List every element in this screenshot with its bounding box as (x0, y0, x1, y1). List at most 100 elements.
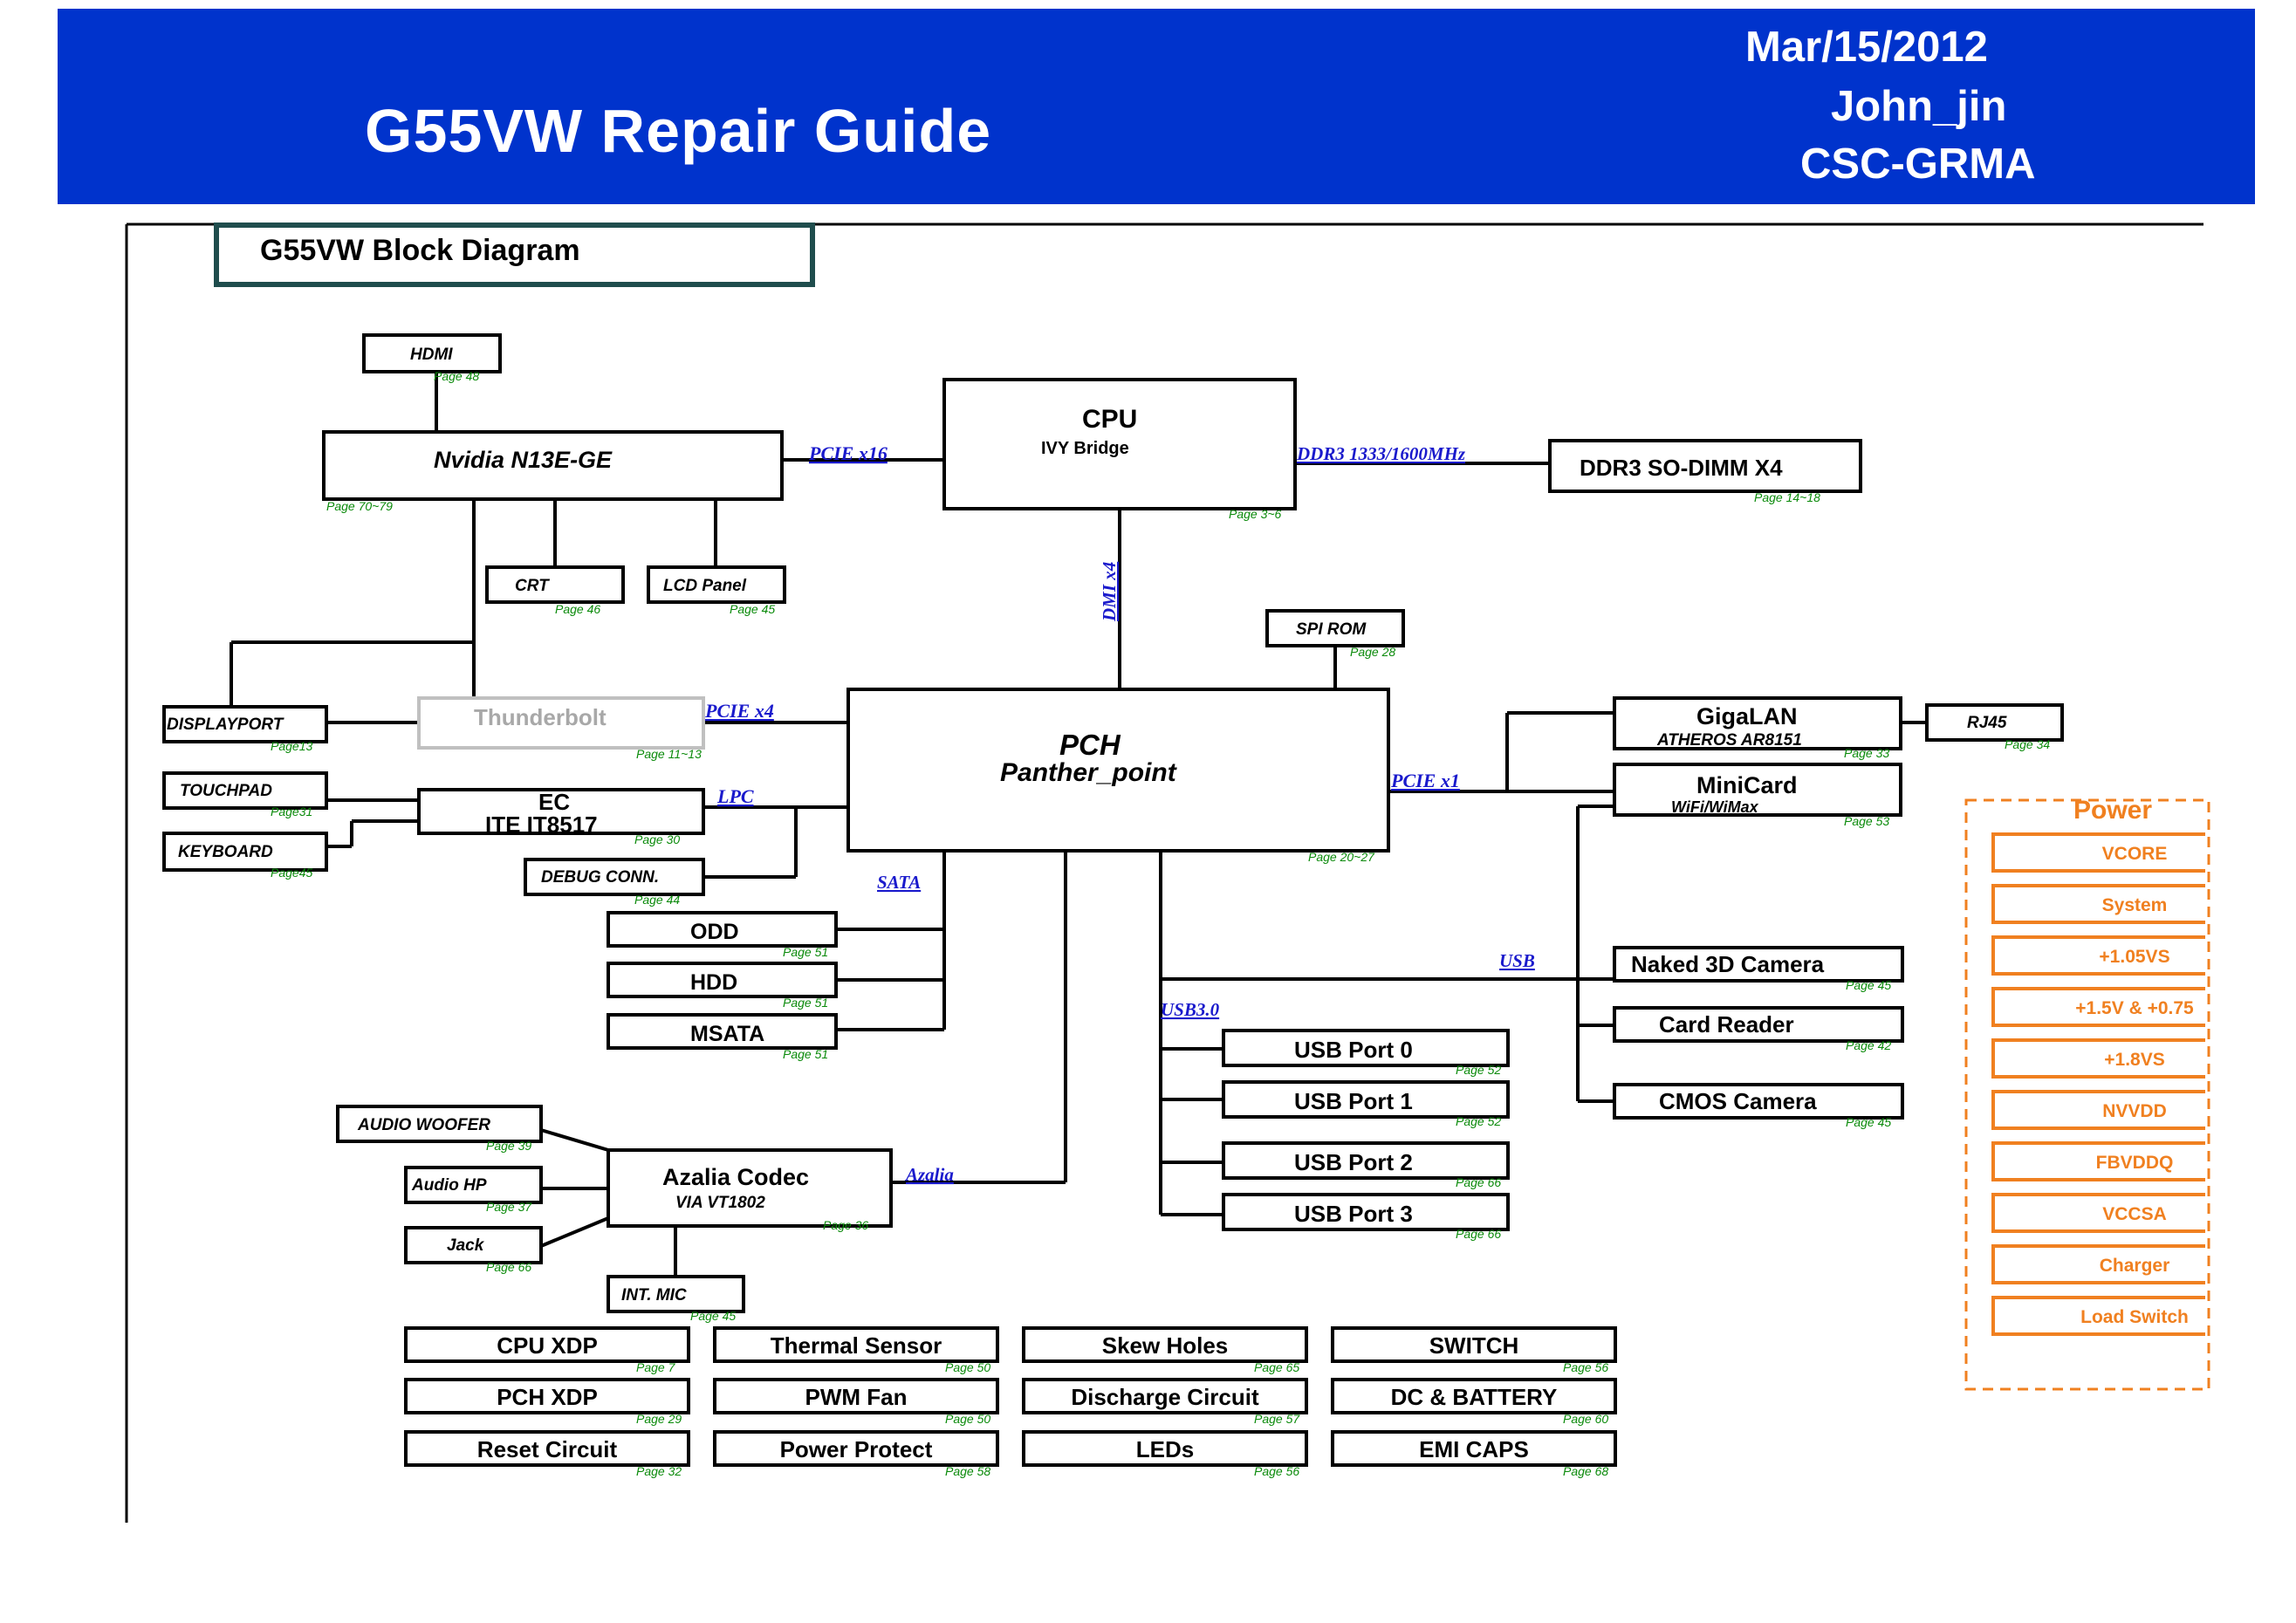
svg-text:USB Port 1: USB Port 1 (1294, 1088, 1413, 1114)
power-rail-label: FBVDDQ (2096, 1153, 2174, 1173)
misc-block-label: SWITCH (1429, 1332, 1519, 1359)
svg-text:HDMI: HDMI (410, 346, 453, 364)
svg-text:Page 48: Page 48 (434, 369, 479, 383)
power-rail: Load Switch (1991, 1296, 2205, 1336)
jack-block: Jack Page 66 (404, 1226, 543, 1274)
usb-port-1-block: USB Port 1 Page 52 (1222, 1080, 1510, 1128)
svg-text:Page 37: Page 37 (486, 1200, 532, 1214)
power-rail: NVVDD (1991, 1090, 2205, 1130)
power-rail-label: +1.8VS (2104, 1050, 2164, 1070)
misc-block-label: EMI CAPS (1419, 1436, 1529, 1462)
svg-text:Page 11~13: Page 11~13 (636, 747, 702, 761)
power-rail-label: +1.05VS (2099, 947, 2169, 967)
power-rail: System (1991, 884, 2205, 924)
svg-text:KEYBOARD: KEYBOARD (178, 843, 273, 861)
ec-block: EC ITE IT8517 Page 30 (417, 788, 705, 846)
svg-text:Page 20~27: Page 20~27 (1308, 850, 1375, 864)
rj45-block: RJ45 Page 34 (1925, 703, 2064, 751)
power-frame (1964, 798, 2210, 1391)
displayport-block: DISPLAYPORT Page13 (162, 705, 328, 753)
svg-text:CRT: CRT (515, 577, 550, 595)
svg-text:DISPLAYPORT: DISPLAYPORT (167, 716, 284, 734)
svg-text:DEBUG CONN.: DEBUG CONN. (541, 868, 659, 887)
connection-wires (230, 372, 1927, 1277)
svg-text:CMOS Camera: CMOS Camera (1659, 1088, 1817, 1114)
svg-text:WiFi/WiMax: WiFi/WiMax (1671, 798, 1759, 816)
svg-text:Page 42: Page 42 (1846, 1038, 1891, 1052)
spi-rom-block: SPI ROM Page 28 (1265, 609, 1405, 659)
header-banner (58, 9, 2255, 204)
svg-text:Page 39: Page 39 (486, 1139, 531, 1153)
misc-block-label: Discharge Circuit (1071, 1384, 1259, 1410)
svg-text:Page 51: Page 51 (783, 1047, 828, 1061)
svg-text:Page 46: Page 46 (555, 602, 600, 616)
svg-text:Page 66: Page 66 (1456, 1227, 1501, 1241)
azalia-codec-block: Azalia Codec VIA VT1802 Page 36 (607, 1148, 893, 1232)
svg-text:Page 36: Page 36 (823, 1218, 868, 1232)
hdd-block: HDD Page 51 (607, 962, 838, 1010)
svg-text:Page 45: Page 45 (1846, 1115, 1891, 1129)
misc-block-label: Skew Holes (1102, 1332, 1229, 1359)
power-rail: VCORE (1991, 832, 2205, 873)
int-mic-block: INT. MIC Page 45 (607, 1275, 745, 1323)
bus-labels: PCIE x16 DDR3 1333/1600MHz DMI x4 PCIE x… (704, 442, 1535, 1185)
svg-text:RJ45: RJ45 (1967, 714, 2007, 732)
misc-block-label: CPU XDP (497, 1332, 598, 1359)
power-title: Power (2073, 796, 2152, 825)
misc-block: DC & BATTERY Page 60 (1331, 1378, 1617, 1426)
svg-text:SPI ROM: SPI ROM (1296, 620, 1367, 639)
misc-block-page: Page 60 (1563, 1412, 1608, 1426)
svg-text:Naked 3D Camera: Naked 3D Camera (1631, 951, 1825, 977)
crt-block: CRT Page 46 (485, 565, 625, 616)
svg-text:Audio HP: Audio HP (411, 1176, 487, 1195)
svg-text:Card Reader: Card Reader (1659, 1011, 1794, 1037)
power-rail: VCCSA (1991, 1193, 2205, 1233)
svg-text:Panther_point: Panther_point (1000, 758, 1178, 787)
misc-block-page: Page 7 (636, 1360, 676, 1374)
svg-text:LPC: LPC (716, 785, 754, 807)
svg-text:USB3.0: USB3.0 (1161, 999, 1220, 1020)
header-date: Mar/15/2012 (1745, 24, 1988, 71)
svg-text:Page 33: Page 33 (1844, 746, 1889, 760)
misc-block-label: PCH XDP (497, 1384, 598, 1410)
svg-text:Page 51: Page 51 (783, 996, 828, 1010)
power-rail: +1.8VS (1991, 1038, 2205, 1079)
keyboard-block: KEYBOARD Page45 (162, 832, 328, 880)
svg-text:Page 45: Page 45 (1846, 978, 1891, 992)
misc-block-page: Page 56 (1563, 1360, 1608, 1374)
svg-text:Page31: Page31 (271, 805, 312, 818)
nvidia-gpu-block: Nvidia N13E-GE Page 70~79 (322, 430, 784, 513)
audio-woofer-block: AUDIO WOOFER Page 39 (336, 1105, 543, 1153)
usb-port-0-block: USB Port 0 Page 52 (1222, 1029, 1510, 1077)
power-rail-label: Load Switch (2080, 1307, 2189, 1327)
audio-hp-block: Audio HP Page 37 (404, 1166, 543, 1214)
lcd-panel-block: LCD Panel Page 45 (647, 565, 786, 616)
header-author: John_jin (1831, 83, 2007, 130)
svg-text:MSATA: MSATA (690, 1022, 764, 1046)
power-rail: +1.05VS (1991, 935, 2205, 976)
misc-block: CPU XDP Page 7 (404, 1326, 690, 1374)
svg-text:ODD: ODD (690, 920, 739, 944)
svg-text:MiniCard: MiniCard (1696, 772, 1798, 798)
pch-block: PCH Panther_point Page 20~27 (846, 688, 1390, 864)
misc-block-label: DC & BATTERY (1391, 1384, 1558, 1410)
minicard-block: MiniCard WiFi/WiMax Page 53 (1613, 763, 1902, 828)
svg-text:VIA VT1802: VIA VT1802 (675, 1194, 765, 1212)
svg-text:Page 51: Page 51 (783, 945, 828, 959)
svg-text:Page 66: Page 66 (486, 1260, 531, 1274)
misc-block-label: PWM Fan (805, 1384, 908, 1410)
svg-text:Page 70~79: Page 70~79 (326, 499, 393, 513)
thunderbolt-block: Thunderbolt Page 11~13 (417, 696, 705, 761)
misc-block-page: Page 57 (1254, 1412, 1300, 1426)
svg-text:IVY Bridge: IVY Bridge (1041, 439, 1129, 458)
svg-text:Page 52: Page 52 (1456, 1063, 1501, 1077)
usb-port-3-block: USB Port 3 Page 66 (1222, 1193, 1510, 1241)
power-rail-label: System (2102, 895, 2168, 915)
svg-text:INT. MIC: INT. MIC (621, 1286, 687, 1305)
